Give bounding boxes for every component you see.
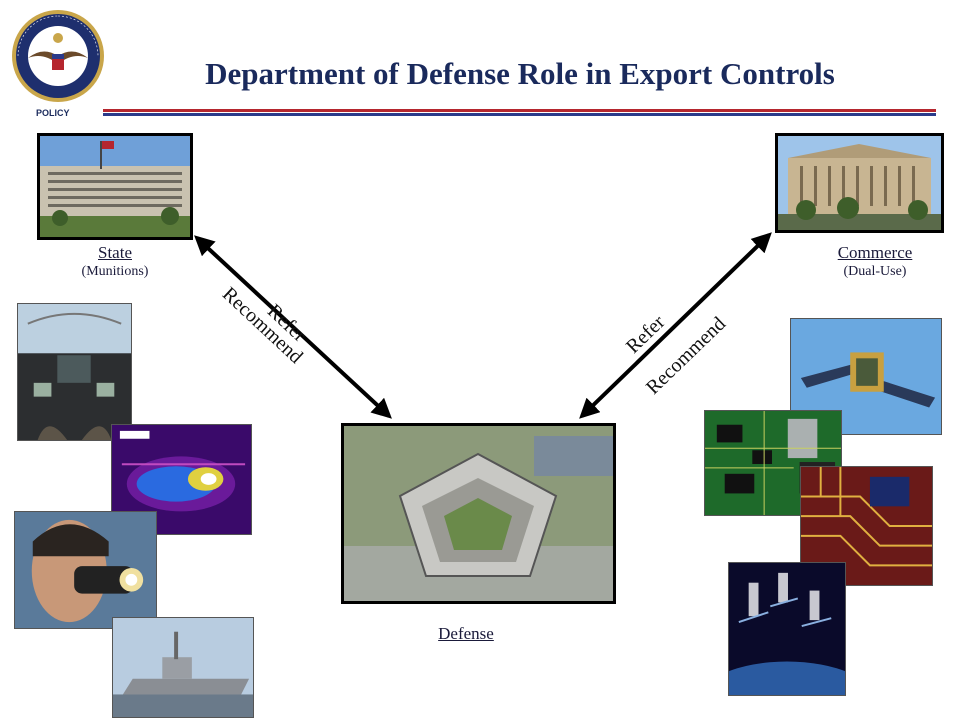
commerce-sub: (Dual-Use)	[843, 264, 907, 279]
state-sub: (Munitions)	[81, 264, 149, 279]
defense-name: Defense	[438, 624, 494, 643]
state-name: State	[98, 243, 132, 262]
right-refer-text: Refer	[622, 311, 670, 358]
right-arrow	[579, 232, 772, 419]
navy-ship-photo	[112, 617, 254, 718]
state-label: State (Munitions)	[40, 243, 190, 280]
pentagon-photo	[341, 423, 616, 604]
cockpit-photo	[17, 303, 132, 441]
defense-label: Defense	[391, 624, 541, 644]
dod-seal-icon	[10, 8, 106, 104]
commerce-label: Commerce (Dual-Use)	[795, 243, 955, 280]
state-building-photo	[37, 133, 193, 240]
title-rule-red	[103, 109, 936, 112]
page-title: Department of Defense Role in Export Con…	[205, 56, 835, 91]
space-satellites-photo	[728, 562, 846, 696]
night-vision-photo	[14, 511, 157, 629]
title-rule-blue	[103, 113, 936, 116]
policy-label: POLICY	[36, 108, 70, 118]
commerce-name: Commerce	[837, 243, 913, 262]
commerce-building-photo	[775, 133, 944, 233]
